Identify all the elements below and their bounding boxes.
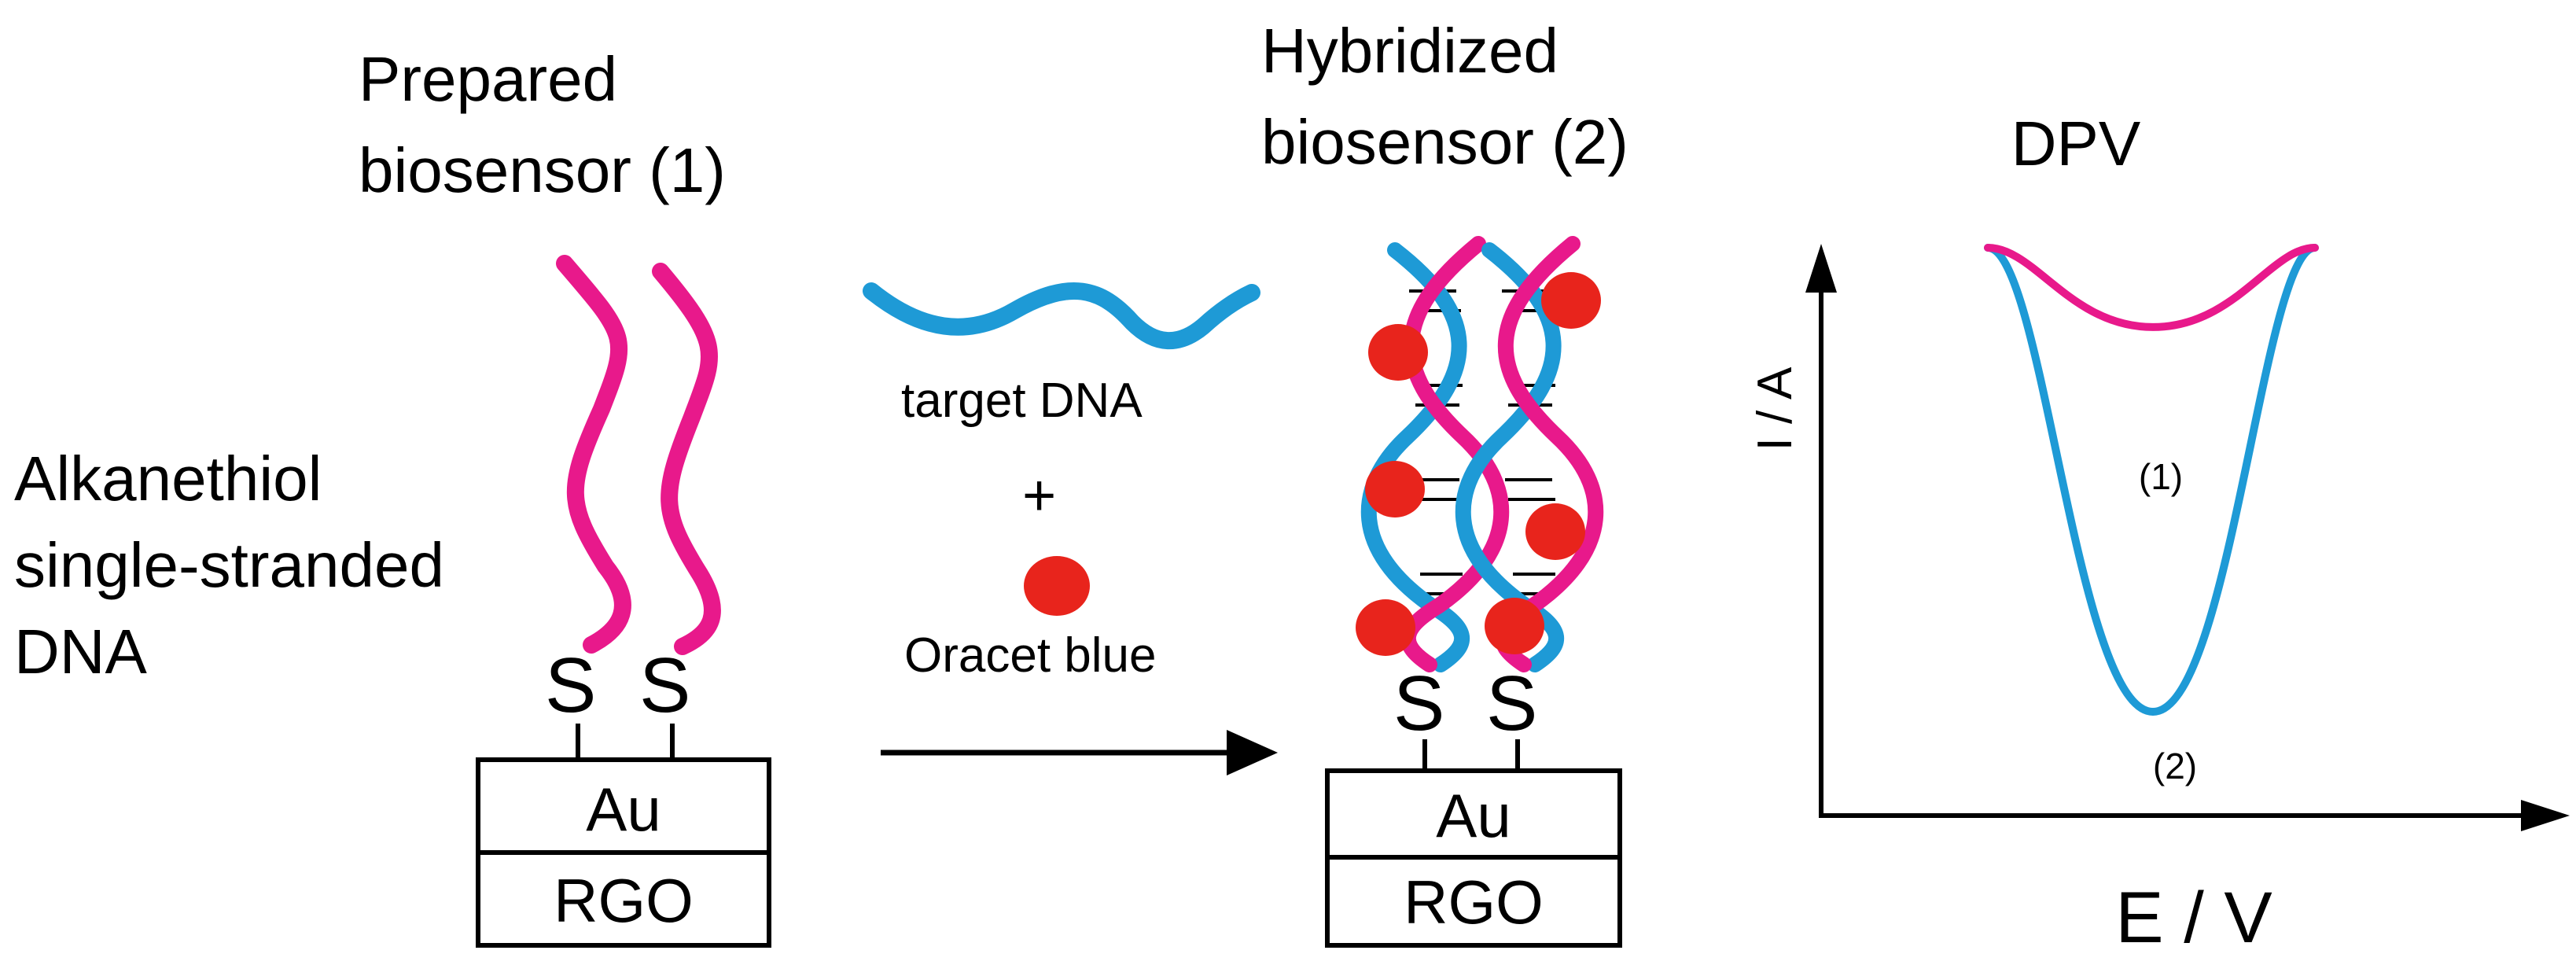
reaction-arrow-head: [1227, 730, 1278, 775]
y-axis-label: I / A: [1748, 366, 1802, 451]
oracet-blue-molecule: [1024, 556, 1090, 616]
target-dna-strand: [863, 282, 1260, 350]
hybridized-title-line1: Hybridized: [1261, 16, 1558, 86]
plus-sign: +: [1022, 462, 1056, 528]
probe-label-line3: DNA: [14, 617, 148, 687]
bound-dye-1: [1368, 324, 1428, 381]
bound-dye-3: [1365, 461, 1425, 517]
prepared-title-line2: biosensor (1): [359, 135, 726, 205]
gold-label-left: Au: [586, 775, 661, 844]
bound-dye-4: [1525, 503, 1585, 560]
x-axis-label: E / V: [2115, 878, 2272, 958]
rgo-layer-right: [1325, 855, 1622, 948]
dpv-curve-2: [1984, 244, 2319, 716]
oracet-blue-label: Oracet blue: [904, 628, 1157, 683]
prepared-title-line1: Prepared: [359, 44, 617, 114]
bound-dye-6: [1485, 598, 1544, 654]
gold-label-right: Au: [1436, 781, 1511, 850]
hybridized-title-line2: biosensor (2): [1261, 107, 1628, 177]
sulfur-left-hybrid: S: [1393, 660, 1444, 746]
rgo-label-right: RGO: [1404, 867, 1544, 937]
dpv-title: DPV: [2011, 109, 2141, 179]
y-axis-arrowhead: [1805, 244, 1837, 293]
probe-label-line1: Alkanethiol: [14, 444, 322, 514]
probe-label-line2: single-stranded: [14, 530, 444, 600]
dpv-curve-1: [1984, 244, 2319, 331]
gold-layer-left: [476, 757, 771, 855]
rgo-label-left: RGO: [554, 866, 694, 935]
bound-dye-2: [1541, 272, 1601, 329]
sulfur-right-hybrid: S: [1486, 660, 1537, 746]
probe-strand-left: [556, 255, 631, 654]
curve-1-label: (1): [2139, 456, 2183, 497]
curve-2-label: (2): [2153, 746, 2197, 786]
x-axis-arrowhead: [2521, 800, 2570, 831]
sulfur-left: S: [545, 642, 596, 728]
bound-dye-5: [1356, 599, 1415, 656]
sulfur-right: S: [639, 642, 690, 728]
rgo-layer-left: [476, 850, 771, 948]
probe-strand-right: [652, 263, 721, 655]
target-dna-label: target DNA: [901, 374, 1143, 428]
